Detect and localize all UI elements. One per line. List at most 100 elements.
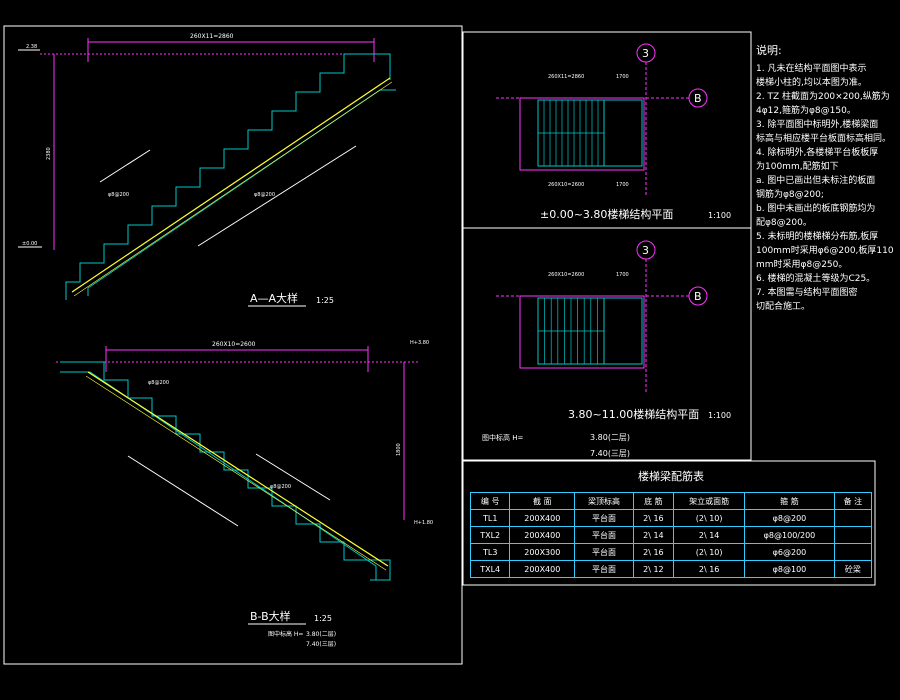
table-cell: 备 注 — [833, 492, 873, 510]
table-cell: TXL2 — [469, 526, 511, 544]
notes-heading: 说明: — [756, 44, 782, 57]
table-cell: φ8@200 — [744, 509, 835, 527]
aa-title: A—A大样 — [250, 291, 298, 305]
plan1-scale: 1:100 — [708, 211, 731, 220]
plan1-bot-dim: 260X10=2600 — [548, 182, 584, 188]
plan2-scale: 1:100 — [708, 411, 731, 420]
aa-top-dim: 260X11=2860 — [190, 33, 234, 40]
table-cell: 2\ 16 — [632, 509, 675, 527]
bb-break-line — [127, 455, 239, 527]
aa-phi: φ8@200 — [108, 192, 129, 198]
note-line: 7. 本图需与结构平面图密 — [756, 288, 858, 298]
note-line: 钢筋为φ8@200; — [756, 190, 824, 200]
bb-stair-soffit — [60, 371, 377, 580]
svg-text:1700: 1700 — [616, 272, 629, 278]
svg-text:B: B — [694, 92, 702, 105]
note-line: 4. 除标明外,各楼梯平台板板厚 — [756, 148, 879, 158]
table-cell: 平台面 — [574, 509, 634, 527]
bb-elev-top: H+3.80 — [410, 340, 429, 346]
note-line: 楼梯小柱的,均以本图为准。 — [756, 78, 867, 88]
table-cell: 200X400 — [509, 526, 576, 544]
aa-height-dim: 2380 — [46, 147, 52, 160]
svg-text:1700: 1700 — [616, 182, 629, 188]
bb-h1: 3.80(二层) — [306, 631, 336, 638]
aa-elev-top: 2.38 — [26, 44, 37, 50]
table-cell: 平台面 — [574, 526, 634, 544]
table-cell: 2\ 14 — [632, 526, 675, 544]
svg-text:φ8@200: φ8@200 — [270, 484, 291, 490]
plan2-title: 3.80~11.00楼梯结构平面 — [568, 407, 699, 421]
note-line: 标高与相应楼平台板面标高相同。 — [756, 134, 892, 144]
svg-text:B: B — [694, 290, 702, 303]
note-line: 3. 除平面图中标明外,楼梯梁面 — [756, 120, 879, 130]
svg-text:3: 3 — [642, 244, 649, 257]
bb-h2: 7.40(三层) — [306, 641, 336, 648]
table-cell — [833, 526, 873, 544]
note-line: 2. TZ 柱截面为200×200,纵筋为 — [756, 92, 890, 102]
plan2-h-label: 图中标高 H= — [482, 433, 523, 442]
aa-stair-steps — [65, 53, 391, 300]
note-line: 1. 凡未在结构平面图中表示 — [756, 64, 867, 74]
table-cell: 200X300 — [509, 543, 576, 561]
section-bb: 260X10=2600 H+3.80 1800 H+1.80 φ8@200 φ8… — [56, 340, 433, 648]
plan1-title: ±0.00~3.80楼梯结构平面 — [540, 207, 673, 221]
aa-elev-bot: ±0.00 — [22, 241, 37, 247]
table-cell — [833, 543, 873, 561]
table-cell: 200X400 — [509, 560, 576, 578]
table-cell: 2\ 16 — [673, 560, 746, 578]
section-aa: 260X11=2860 2.38 ±0.00 2380 φ8@200 φ8@20… — [18, 33, 396, 307]
note-line: 4φ12,箍筋为φ8@150。 — [756, 106, 856, 116]
plan-2: 3 B 260X10=2600 1700 3.80~11.00楼梯结构平面 1:… — [482, 240, 731, 458]
table-frame — [462, 460, 876, 586]
plan1-top-dim: 260X11=2860 — [548, 74, 584, 80]
table-cell: 200X400 — [509, 509, 576, 527]
bb-h-label: 图中标高 H= — [268, 630, 303, 638]
plan2-outline — [519, 295, 645, 369]
svg-text:1700: 1700 — [616, 74, 629, 80]
aa-scale: 1:25 — [316, 296, 334, 305]
table-cell: 平台面 — [574, 543, 634, 561]
table-cell: TXL4 — [469, 560, 511, 578]
table-header-row: 编 号截 面梁顶标高底 筋架立或面筋箍 筋备 注 — [469, 492, 873, 510]
bb-top-dim: 260X10=2600 — [212, 341, 256, 348]
plan2-h2: 7.40(三层) — [590, 449, 630, 458]
bb-rebar — [87, 371, 389, 567]
table-title: 楼梯梁配筋表 — [638, 470, 704, 483]
note-line: 切配合施工。 — [756, 302, 811, 312]
bb-phi: φ8@200 — [148, 380, 169, 386]
table-cell: (2\ 10) — [673, 509, 746, 527]
bb-stair-steps — [60, 361, 391, 581]
table-cell: 砼梁 — [833, 560, 873, 578]
table-cell: φ6@200 — [744, 543, 835, 561]
plan2-h1: 3.80(二层) — [590, 433, 630, 442]
table-cell: TL1 — [469, 509, 511, 527]
left-frame — [3, 25, 463, 665]
table-cell: 平台面 — [574, 560, 634, 578]
table-cell: (2\ 10) — [673, 543, 746, 561]
table-cell: TL3 — [469, 543, 511, 561]
svg-text:3: 3 — [642, 47, 649, 60]
aa-stair-soffit — [87, 89, 396, 296]
svg-text:φ8@200: φ8@200 — [254, 192, 275, 198]
table-cell: 2\ 16 — [632, 543, 675, 561]
plan1-outline — [519, 97, 645, 171]
table-cell: 架立或面筋 — [673, 492, 746, 510]
note-line: mm时采用φ8@250。 — [756, 260, 848, 270]
bb-scale: 1:25 — [314, 614, 332, 623]
bb-height-dim: 1800 — [396, 443, 402, 456]
table-cell: 截 面 — [509, 492, 576, 510]
table-cell: φ8@100 — [744, 560, 835, 578]
aa-rebar — [71, 77, 391, 293]
table-cell: 2\ 12 — [632, 560, 675, 578]
note-line: 为100mm,配筋如下 — [756, 162, 839, 172]
bb-elev-bot: H+1.80 — [414, 520, 433, 526]
table-cell: φ8@100/200 — [744, 526, 835, 544]
plan-1: 3 B 260X11=2860 1700 260X10=2600 1700 ±0… — [496, 43, 731, 221]
note-line: b. 图中未画出的板底钢筋均为 — [756, 204, 876, 214]
plan-frame — [462, 31, 752, 461]
note-line: 5. 未标明的楼梯梯分布筋,板厚 — [756, 232, 879, 242]
